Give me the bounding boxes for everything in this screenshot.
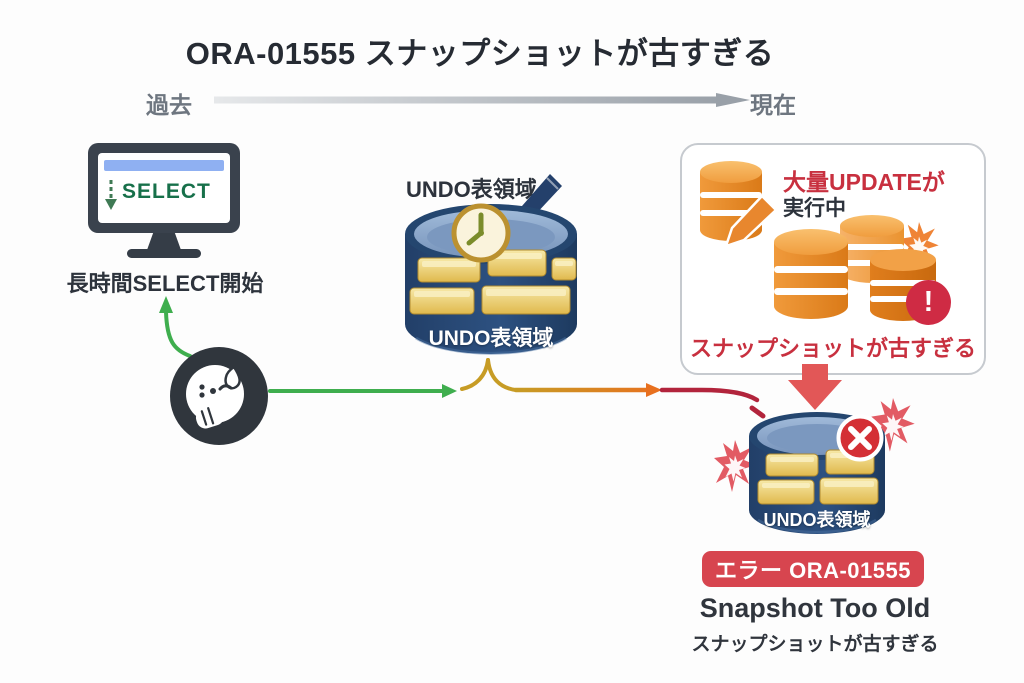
select-caption: 長時間SELECT開始 (66, 271, 264, 296)
monitor-stand (147, 233, 181, 250)
gold-branch-left (460, 358, 490, 391)
spark-icon (714, 440, 756, 492)
update-headline-red: 大量UPDATEが (783, 169, 945, 195)
red-down-arrow-icon (788, 364, 842, 410)
error-title-ja: スナップショットが古すぎる (691, 634, 939, 655)
undo-heading: UNDO表領域 (406, 177, 537, 202)
green-up-arrow (164, 310, 192, 358)
page-title: ORA-01555 スナップショットが古すぎる (185, 36, 775, 71)
timeline-arrow-icon (214, 93, 750, 107)
gold-branch-right (486, 358, 518, 392)
monitor-base (127, 249, 201, 258)
undo-cylinder-label: UNDO表領域 (428, 327, 554, 350)
timeline-present-label: 現在 (750, 92, 796, 118)
error-badge-label: エラー ORA-01555 (714, 558, 911, 583)
red-flow-line (659, 387, 760, 403)
pencil-icon (724, 194, 778, 248)
warning-mark: ! (923, 286, 934, 318)
warning-icon: ! (906, 280, 951, 325)
spark-icon (871, 398, 915, 452)
error-cylinder-label: UNDO表領域 (763, 510, 871, 530)
down-arrow-icon (105, 180, 117, 210)
clock-icon (451, 203, 511, 263)
thinking-face-icon (170, 347, 268, 445)
timeline-past-label: 過去 (146, 92, 192, 118)
error-x-icon (836, 414, 884, 462)
panel-alert-text: スナップショットが古すぎる (689, 336, 976, 361)
error-badge: エラー ORA-01555 (702, 551, 924, 587)
red-flow-dash (749, 405, 766, 419)
select-screen-text: SELECT (122, 180, 211, 203)
browser-bar-icon (104, 160, 224, 171)
error-title-en: Snapshot Too Old (699, 593, 931, 623)
update-headline-dark: 実行中 (783, 197, 846, 220)
database-cylinder-icon (774, 229, 848, 319)
